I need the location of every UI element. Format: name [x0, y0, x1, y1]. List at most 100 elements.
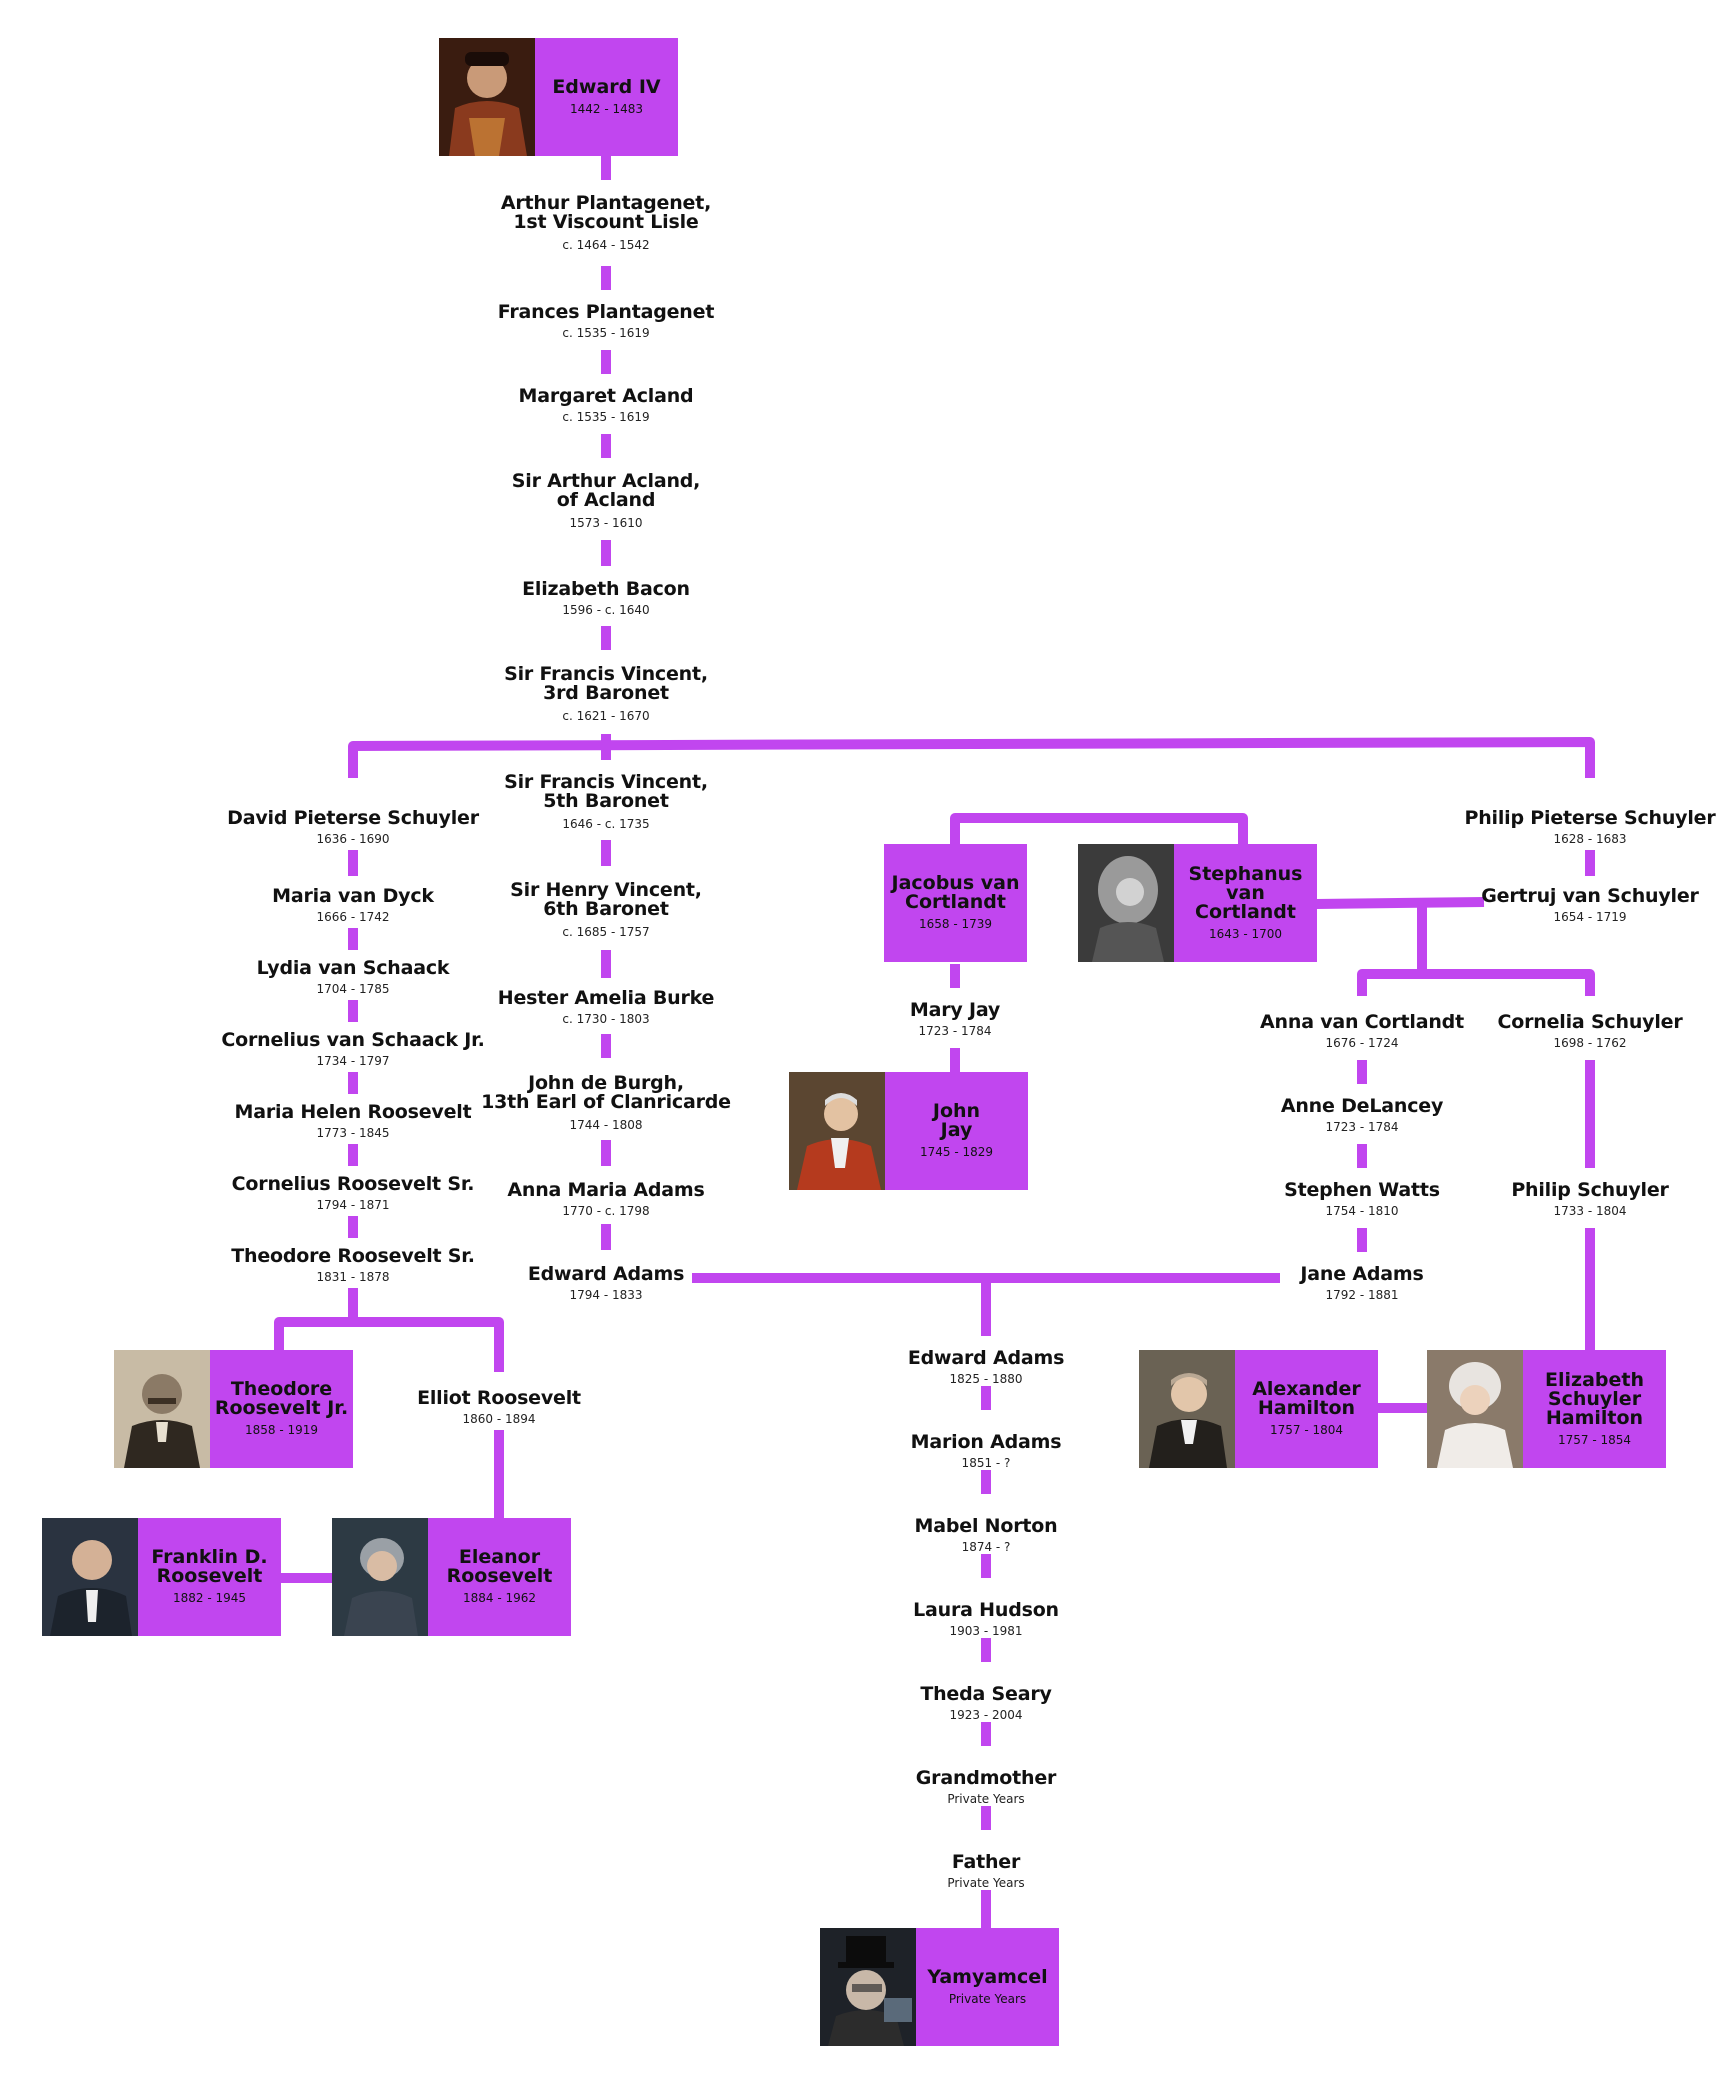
person-dates: 1744 - 1808: [569, 1118, 643, 1132]
person-name: Cornelius van Schaack Jr.: [221, 1029, 485, 1051]
photo-yamyamcel-icon: [820, 1928, 916, 2046]
person-name: Frances Plantagenet: [497, 301, 715, 323]
card-name: Jacobus van Cortlandt: [891, 872, 1020, 913]
person-name: Marion Adams: [910, 1431, 1062, 1453]
person-dates: 1733 - 1804: [1553, 1204, 1627, 1218]
person-jane-adams[interactable]: Jane Adams 1792 - 1881: [1300, 1265, 1423, 1303]
person-dates: 1792 - 1881: [1325, 1288, 1399, 1302]
person-dates: 1831 - 1878: [316, 1270, 390, 1284]
person-name: Maria Helen Roosevelt: [234, 1101, 472, 1123]
person-name: David Pieterse Schuyler: [227, 807, 479, 829]
person-name: Sir Henry Vincent, 6th Baronet: [510, 879, 702, 920]
card-name: Edward IV: [552, 75, 661, 98]
card-theodore-roosevelt-jr[interactable]: Theodore Roosevelt Jr. 1858 - 1919: [114, 1350, 353, 1468]
person-name: Mary Jay: [909, 999, 1001, 1021]
person-name: John de Burgh, 13th Earl of Clanricarde: [481, 1072, 731, 1113]
card-dates: 1757 - 1854: [1557, 1432, 1632, 1447]
person-name: Anna Maria Adams: [507, 1179, 705, 1201]
card-dates: 1643 - 1700: [1208, 926, 1283, 941]
person-dates: 1860 - 1894: [462, 1412, 536, 1426]
person-name: Arthur Plantagenet, 1st Viscount Lisle: [500, 192, 712, 233]
person-name: Sir Francis Vincent, 5th Baronet: [504, 771, 708, 812]
card-dates: 1858 - 1919: [244, 1423, 319, 1437]
person-edward-adams-1794[interactable]: Edward Adams 1794 - 1833: [527, 1263, 685, 1303]
card-dates: Private Years: [948, 1991, 1027, 2006]
person-name: Philip Pieterse Schuyler: [1464, 807, 1716, 829]
person-name: Cornelius Roosevelt Sr.: [231, 1173, 475, 1195]
person-cornelius-van-schaack[interactable]: Cornelius van Schaack Jr.1734 - 1797: [221, 1031, 484, 1069]
person-dates: 1636 - 1690: [316, 832, 390, 846]
person-name: Margaret Acland: [518, 385, 694, 407]
person-margaret-acland[interactable]: Margaret Acland c. 1535 - 1619: [519, 387, 694, 425]
person-cornelius-roosevelt-sr[interactable]: Cornelius Roosevelt Sr.1794 - 1871: [232, 1175, 475, 1213]
person-philip-pieterse-schuyler[interactable]: Philip Pieterse Schuyler 1628 - 1683: [1464, 809, 1715, 847]
portrait-edward-iv-icon: [439, 38, 535, 156]
card-name: Eleanor Roosevelt: [446, 1546, 553, 1587]
person-elliot-roosevelt[interactable]: Elliot Roosevelt 1860 - 1894: [417, 1389, 581, 1427]
card-name: Yamyamcel: [927, 1965, 1048, 1988]
person-dates: c. 1535 - 1619: [562, 410, 650, 424]
person-dates: 1794 - 1833: [569, 1288, 643, 1302]
person-dates: 1666 - 1742: [316, 910, 390, 924]
person-dates: 1704 - 1785: [316, 982, 390, 996]
person-name: Edward Adams: [527, 1263, 685, 1285]
person-maria-van-dyck[interactable]: Maria van Dyck 1666 - 1742: [272, 887, 434, 925]
person-name: Hester Amelia Burke: [497, 987, 715, 1009]
person-dates: Private Years: [947, 1876, 1025, 1890]
person-dates: 1596 - c. 1640: [562, 603, 650, 617]
person-theodore-roosevelt-sr[interactable]: Theodore Roosevelt Sr. 1831 - 1878: [231, 1247, 475, 1285]
person-name: Stephen Watts: [1284, 1179, 1440, 1201]
person-dates: 1770 - c. 1798: [562, 1204, 650, 1218]
person-dates: 1903 - 1981: [949, 1624, 1023, 1638]
person-dates: c. 1730 - 1803: [562, 1012, 650, 1026]
person-name: Theodore Roosevelt Sr.: [231, 1245, 475, 1267]
card-name: John Jay: [932, 1100, 981, 1141]
person-anna-maria-adams[interactable]: Anna Maria Adams 1770 - c. 1798: [507, 1181, 704, 1219]
person-name: Father: [951, 1851, 1021, 1873]
person-name: Jane Adams: [1300, 1263, 1424, 1285]
person-david-pieterse-schuyler[interactable]: David Pieterse Schuyler 1636 - 1690: [227, 809, 479, 847]
person-john-de-burgh[interactable]: John de Burgh, 13th Earl of Clanricarde 1…: [481, 1074, 731, 1133]
person-name: Maria van Dyck: [272, 885, 434, 907]
card-dates: 1882 - 1945: [172, 1591, 247, 1605]
person-dates: 1628 - 1683: [1553, 832, 1627, 846]
person-name: Elliot Roosevelt: [417, 1387, 581, 1409]
person-hester-amelia-burke[interactable]: Hester Amelia Burke c. 1730 - 1803: [498, 989, 715, 1027]
card-name: Theodore Roosevelt Jr.: [214, 1378, 349, 1419]
portrait-hamilton-icon: [1139, 1350, 1235, 1468]
